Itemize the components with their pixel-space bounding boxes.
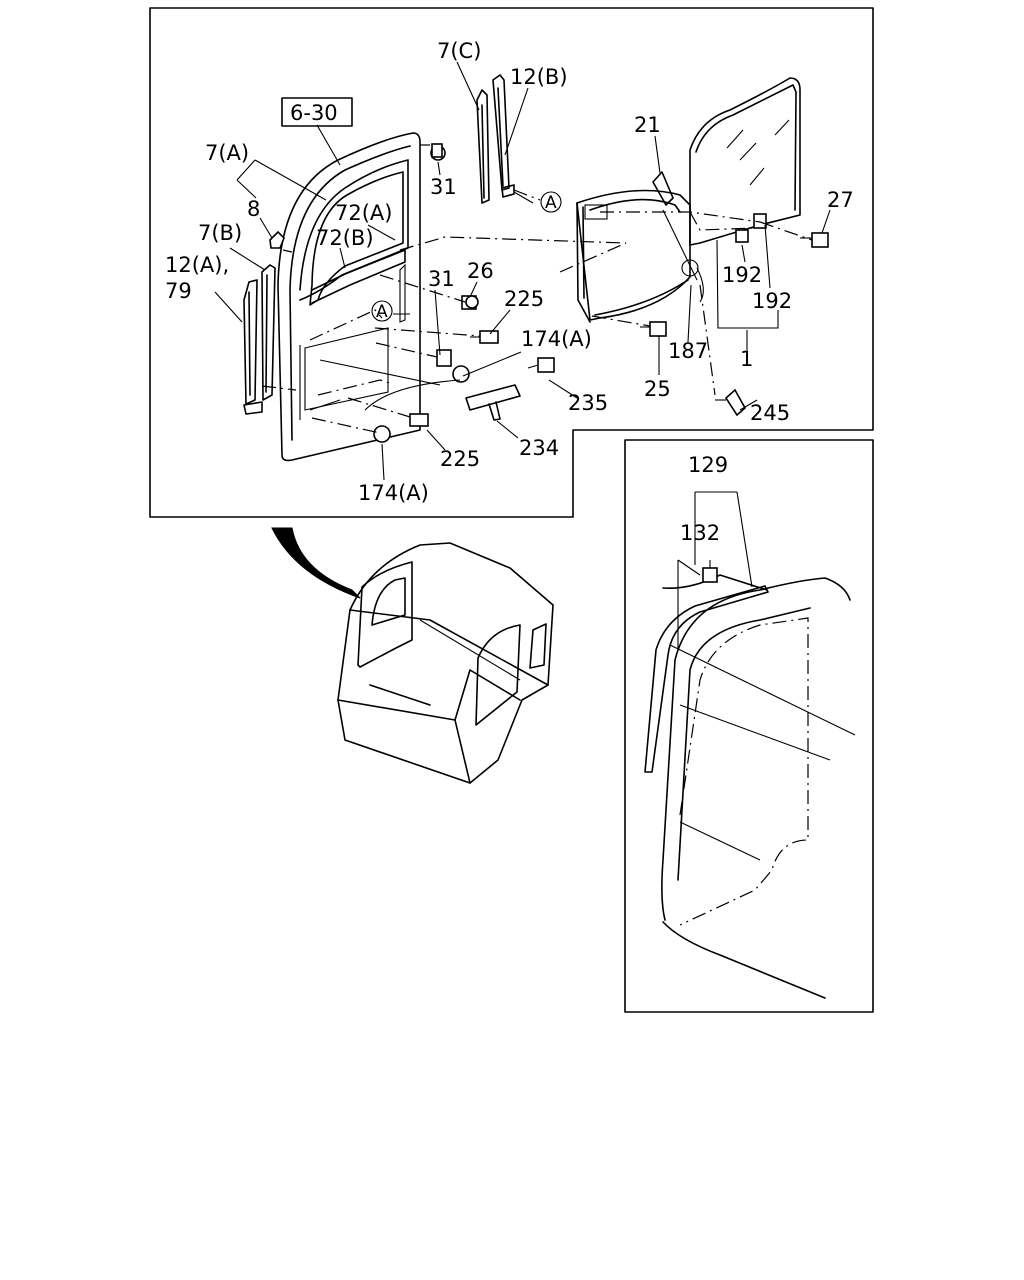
- ref-a-circle-mid: [371, 300, 393, 322]
- door-frame: [277, 132, 421, 462]
- ref-a-circle-top: [540, 191, 562, 213]
- label-8: 8: [247, 197, 260, 221]
- box-ref-frame: [281, 97, 353, 127]
- ref-a-label-mid: A: [376, 302, 388, 322]
- main-frame: [149, 7, 874, 518]
- label-235: 235: [568, 391, 608, 415]
- label-7a: 7(A): [205, 141, 249, 165]
- label-187: 187: [668, 339, 708, 363]
- label-1: 1: [740, 347, 753, 371]
- label-174a-bottom: 174(A): [358, 481, 429, 505]
- hardware-parts: [269, 143, 829, 443]
- left-seal-strips: [243, 264, 276, 415]
- label-31-mid: 31: [428, 267, 455, 291]
- leader-lines: [214, 61, 831, 481]
- inset-frame: [624, 439, 874, 1013]
- assembly-lines: [261, 144, 813, 434]
- label-129: 129: [688, 453, 728, 477]
- inset-detail: [644, 560, 856, 999]
- label-174a-top: 174(A): [521, 327, 592, 351]
- label-31-top: 31: [430, 175, 457, 199]
- label-192-a: 192: [722, 263, 762, 287]
- label-12a: 12(A),: [165, 253, 229, 277]
- label-225-top: 225: [504, 287, 544, 311]
- top-seal-strips: [476, 74, 515, 204]
- label-79: 79: [165, 279, 192, 303]
- inset-leader-lines: [677, 491, 753, 648]
- label-225-bottom: 225: [440, 447, 480, 471]
- label-21: 21: [634, 113, 661, 137]
- box-ref-label: 6-30: [290, 101, 338, 125]
- label-12b: 12(B): [510, 65, 568, 89]
- label-7c: 7(C): [437, 39, 481, 63]
- label-245: 245: [750, 401, 790, 425]
- label-27: 27: [827, 188, 854, 212]
- label-7b: 7(B): [198, 221, 242, 245]
- label-72a: 72(A): [335, 201, 392, 225]
- cab-overview: [271, 527, 554, 784]
- label-192-b: 192: [752, 289, 792, 313]
- label-132: 132: [680, 521, 720, 545]
- window-regulator: [576, 189, 704, 323]
- label-234: 234: [519, 436, 559, 460]
- door-glass: [689, 77, 801, 246]
- ref-a-label-top: A: [545, 193, 557, 213]
- label-26: 26: [467, 259, 494, 283]
- handle-part-21: [652, 171, 674, 206]
- label-72b: 72(B): [316, 226, 374, 250]
- label-25: 25: [644, 377, 671, 401]
